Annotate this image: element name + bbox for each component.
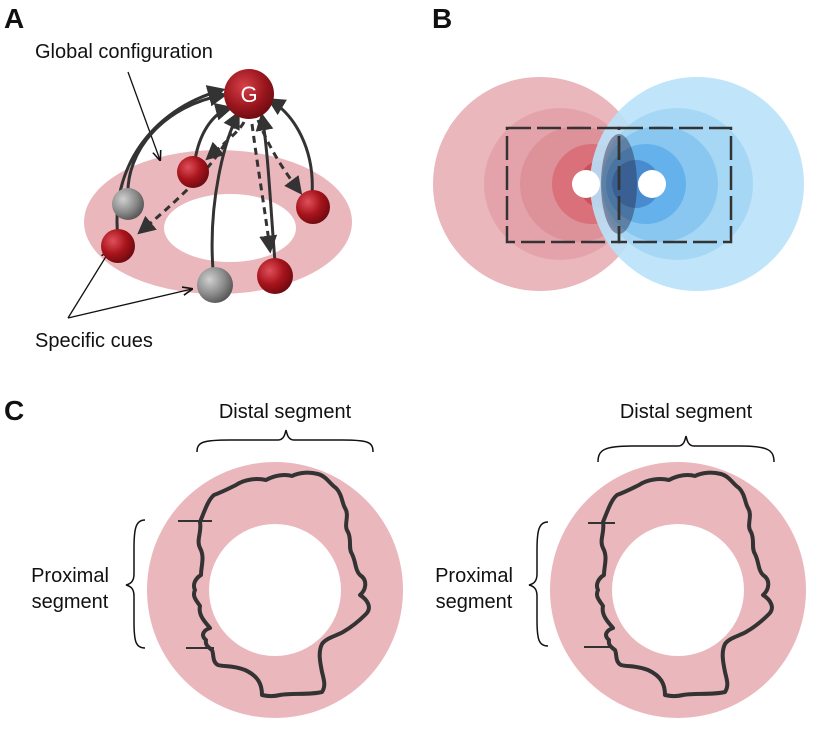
distal-brace [597,435,775,463]
head-silhouette [191,470,371,699]
gray-cue-node [197,267,233,303]
gray-cue-node [112,188,144,220]
global-pointer [127,71,160,160]
panel-a: A Global configuration Specific cues [4,3,352,352]
red-cue-node [177,156,209,188]
proximal-label-line2: segment [32,591,109,613]
blue-center [638,170,666,198]
proximal-brace [528,521,549,647]
face-ring-hole [612,524,744,656]
distal-label: Distal segment [219,401,352,423]
specific-pointer-1 [67,250,110,319]
distal-brace [196,429,374,453]
proximal-label-line1: Proximal [31,565,109,587]
panel-c-letter: C [4,395,24,426]
red-cue-node [296,190,330,224]
right-dashed-box [617,126,733,244]
panel-a-letter: A [4,3,24,34]
proximal-label-line1: Proximal [435,565,513,587]
face-figure-right: Distal segment Proximal segment [435,401,806,718]
panel-c: C Distal segment Proximal segment Distal… [4,395,806,718]
red-center [572,170,600,198]
specific-pointer-2 [67,289,192,319]
global-configuration-label: Global configuration [35,41,213,63]
red-cue-node [101,229,135,263]
distal-label: Distal segment [620,401,753,423]
global-node-label: G [240,82,257,107]
red-cue-node [257,258,293,294]
face-ring-hole [209,524,341,656]
face-figure-left: Distal segment Proximal segment [31,401,403,718]
panel-b-letter: B [432,3,452,34]
specific-cues-label: Specific cues [35,330,153,352]
proximal-brace [125,519,146,649]
proximal-label-line2: segment [436,591,513,613]
panel-b: B [432,3,804,291]
global-node [224,69,274,119]
head-silhouette [594,470,774,699]
ring-hole [164,194,296,262]
